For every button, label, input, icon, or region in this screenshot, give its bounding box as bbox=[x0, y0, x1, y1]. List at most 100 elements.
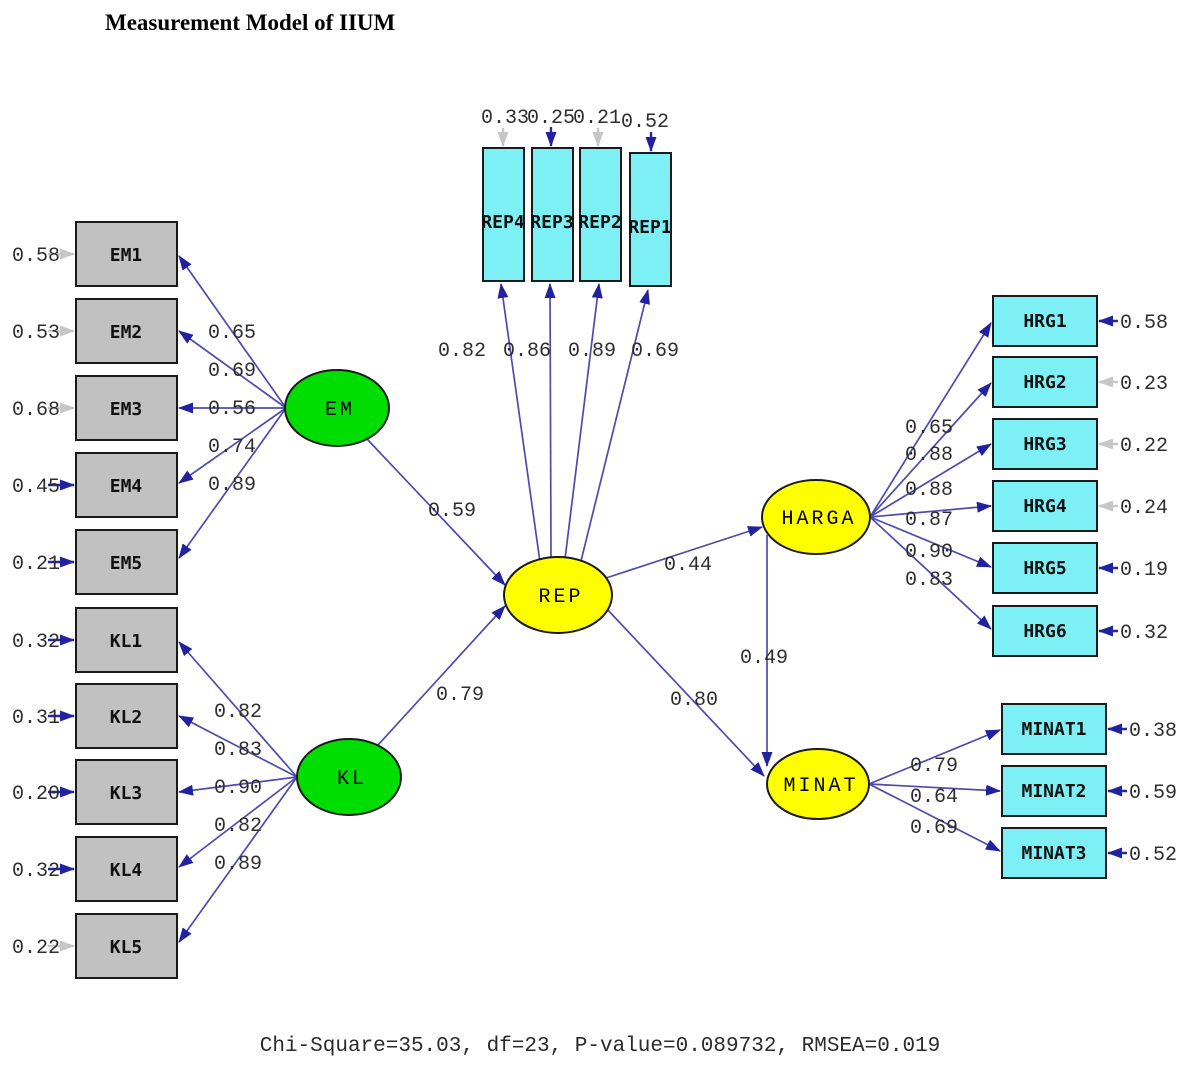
kl-kl4-loading-value: 0.82 bbox=[214, 815, 262, 838]
minat-minat3-loading-value: 0.69 bbox=[910, 817, 958, 840]
hrg1-box bbox=[992, 295, 1098, 347]
kl1-error-value: 0.32 bbox=[12, 631, 60, 654]
kl-indicator-group: 0.82 0.83 0.90 0.82 0.89 0.32 0.31 0.20 … bbox=[12, 607, 298, 979]
rep4-label: REP4 bbox=[481, 212, 525, 233]
em3-label: EM3 bbox=[110, 399, 143, 420]
kl-kl5-loading-value: 0.89 bbox=[214, 853, 262, 876]
rep4-error-value: 0.33 bbox=[481, 107, 529, 130]
hrg1-error-value: 0.58 bbox=[1120, 312, 1168, 335]
hrg2-error-value: 0.23 bbox=[1120, 373, 1168, 396]
minat-minat2-loading-arrow bbox=[868, 783, 1001, 796]
kl5-error-value: 0.22 bbox=[12, 937, 60, 960]
em-em5-loading-value: 0.89 bbox=[208, 474, 256, 497]
kl2-box bbox=[75, 683, 178, 749]
em-em5-loading-arrow bbox=[178, 407, 287, 559]
hrg3-error-value: 0.22 bbox=[1120, 435, 1168, 458]
kl-kl1-loading-arrow bbox=[178, 641, 298, 778]
path-kl-to-rep-arrow bbox=[377, 605, 506, 746]
hrg6-label: HRG6 bbox=[1023, 621, 1066, 642]
minat2-box bbox=[1001, 765, 1107, 817]
kl-kl3-loading-value: 0.90 bbox=[214, 777, 262, 800]
kl5-box bbox=[75, 913, 178, 979]
em-em3-loading-value: 0.56 bbox=[208, 398, 256, 421]
hrg2-box bbox=[992, 356, 1098, 408]
em-latent-ellipse bbox=[284, 369, 390, 447]
hrg3-label: HRG3 bbox=[1023, 434, 1066, 455]
path-rep-to-minat-arrow bbox=[605, 607, 765, 777]
minat-indicator-group: 0.79 0.64 0.69 0.38 0.59 0.52 MINAT1 MIN… bbox=[868, 703, 1177, 879]
rep-rep2-loading-value: 0.89 bbox=[568, 340, 616, 363]
harga-hrg6-loading-value: 0.83 bbox=[905, 569, 953, 592]
hrg5-box bbox=[992, 542, 1098, 594]
em3-box bbox=[75, 375, 178, 441]
hrg1-label: HRG1 bbox=[1023, 311, 1066, 332]
minat1-error-value: 0.38 bbox=[1129, 720, 1177, 743]
minat3-box bbox=[1001, 827, 1107, 879]
hrg5-error-value: 0.19 bbox=[1120, 559, 1168, 582]
rep3-error-value: 0.25 bbox=[527, 107, 575, 130]
em5-error-value: 0.21 bbox=[12, 553, 60, 576]
em-em4-loading-value: 0.74 bbox=[208, 436, 256, 459]
kl-kl1-loading-value: 0.82 bbox=[214, 701, 262, 724]
harga-hrg1-loading-value: 0.65 bbox=[905, 417, 953, 440]
em5-label: EM5 bbox=[110, 553, 143, 574]
em-latent-label: EM bbox=[325, 399, 355, 422]
harga-hrg5-loading-arrow bbox=[869, 516, 992, 568]
rep1-error-value: 0.52 bbox=[621, 111, 669, 134]
kl-latent-ellipse bbox=[296, 738, 402, 816]
harga-hrg3-loading-value: 0.88 bbox=[905, 479, 953, 502]
em1-box bbox=[75, 221, 178, 287]
kl4-label: KL4 bbox=[110, 860, 143, 881]
em2-error-value: 0.53 bbox=[12, 322, 60, 345]
em1-error-value: 0.58 bbox=[12, 245, 60, 268]
hrg4-error-value: 0.24 bbox=[1120, 497, 1168, 520]
em-em4-loading-arrow bbox=[178, 407, 287, 484]
rep2-error-value: 0.21 bbox=[573, 107, 621, 130]
path-em-to-rep-coefficient: 0.59 bbox=[428, 500, 476, 523]
rep-rep1-loading-arrow bbox=[579, 289, 650, 566]
minat1-label: MINAT1 bbox=[1021, 719, 1086, 740]
harga-hrg3-loading-arrow bbox=[869, 443, 992, 518]
rep3-label: REP3 bbox=[530, 212, 573, 233]
path-kl-to-rep-coefficient: 0.79 bbox=[436, 684, 484, 707]
rep4-box bbox=[482, 147, 525, 282]
path-rep-to-harga-coefficient: 0.44 bbox=[664, 554, 712, 577]
minat-latent-label: MINAT bbox=[783, 775, 858, 798]
rep3-box bbox=[531, 147, 574, 282]
minat-latent-ellipse bbox=[766, 748, 870, 820]
rep-latent-ellipse bbox=[503, 556, 613, 634]
em1-label: EM1 bbox=[110, 245, 143, 266]
fit-statistics: Chi-Square=35.03, df=23, P-value=0.08973… bbox=[260, 1035, 941, 1058]
kl4-error-value: 0.32 bbox=[12, 860, 60, 883]
em-indicator-group: 0.65 0.69 0.56 0.74 0.89 0.58 0.53 0.68 … bbox=[12, 221, 287, 595]
hrg5-label: HRG5 bbox=[1023, 558, 1066, 579]
rep-rep4-loading-value: 0.82 bbox=[438, 340, 486, 363]
rep-indicator-group: 0.82 0.86 0.89 0.69 0.33 0.25 0.21 0.52 … bbox=[438, 107, 679, 566]
kl3-error-value: 0.20 bbox=[12, 783, 60, 806]
kl1-box bbox=[75, 607, 178, 673]
em4-box bbox=[75, 452, 178, 518]
kl-kl2-loading-arrow bbox=[178, 715, 298, 778]
rep1-label: REP1 bbox=[628, 217, 671, 238]
rep-rep1-loading-value: 0.69 bbox=[631, 340, 679, 363]
em4-error-value: 0.45 bbox=[12, 476, 60, 499]
rep-rep4-loading-arrow bbox=[497, 283, 541, 563]
minat1-box bbox=[1001, 703, 1107, 755]
harga-latent-ellipse bbox=[761, 479, 871, 555]
kl-kl3-loading-arrow bbox=[178, 776, 298, 796]
em4-label: EM4 bbox=[110, 476, 143, 497]
diagram-title: Measurement Model of IIUM bbox=[105, 10, 395, 35]
harga-latent-label: HARGA bbox=[781, 508, 856, 531]
kl1-label: KL1 bbox=[110, 631, 143, 652]
kl2-label: KL2 bbox=[110, 707, 143, 728]
kl3-box bbox=[75, 759, 178, 825]
kl5-label: KL5 bbox=[110, 937, 143, 958]
kl-kl4-loading-arrow bbox=[178, 776, 298, 868]
em-em1-loading-value: 0.65 bbox=[208, 322, 256, 345]
hrg6-error-value: 0.32 bbox=[1120, 622, 1168, 645]
kl-kl2-loading-value: 0.83 bbox=[214, 739, 262, 762]
minat-minat1-loading-arrow bbox=[868, 729, 1001, 785]
em2-label: EM2 bbox=[110, 322, 143, 343]
